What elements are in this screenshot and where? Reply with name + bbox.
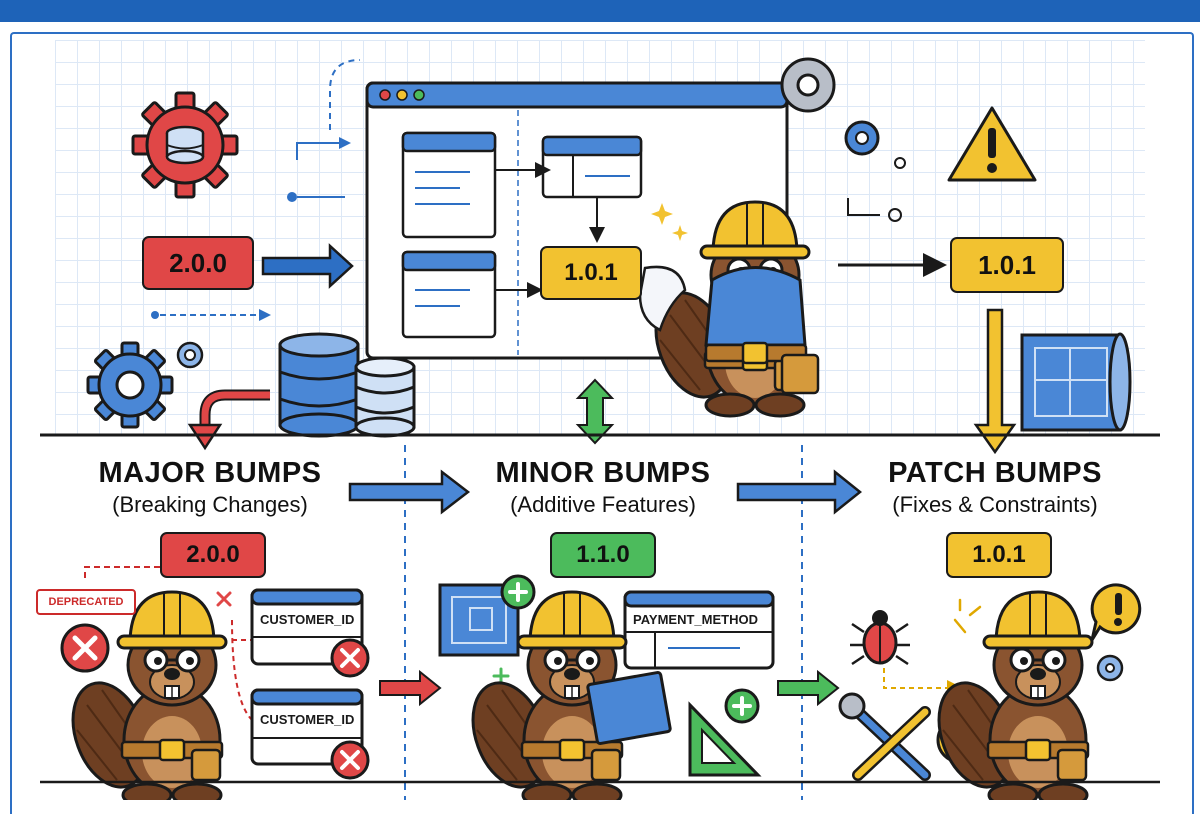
tools-icon: [838, 692, 931, 781]
add-icon: [724, 688, 760, 724]
field-label-customer-id-1: CUSTOMER_ID: [260, 612, 355, 627]
ruler-icon: [688, 701, 762, 777]
warning-icon: [947, 106, 1037, 182]
version-badge-minor: 1.1.0: [550, 532, 656, 578]
gear-icon: [1096, 654, 1124, 682]
heading-major-title: MAJOR BUMPS: [98, 457, 322, 489]
add-icon: [500, 574, 536, 610]
version-badge-patch-top: 1.0.1: [950, 237, 1064, 293]
gear-icon: [86, 341, 174, 429]
heading-major: MAJOR BUMPS (Breaking Changes): [30, 457, 390, 518]
error-icon: [60, 623, 110, 673]
blueprint-icon: [1020, 332, 1132, 432]
top-banner: [0, 0, 1200, 22]
schema-card: [623, 590, 775, 670]
gear-icon: [780, 57, 836, 113]
heading-minor-subtitle: (Additive Features): [510, 492, 696, 517]
heading-patch-title: PATCH BUMPS: [888, 457, 1102, 489]
heading-minor: MINOR BUMPS (Additive Features): [423, 457, 783, 518]
schema-card: [250, 688, 370, 780]
field-label-payment-method: PAYMENT_METHOD: [633, 612, 758, 627]
heading-major-subtitle: (Breaking Changes): [112, 492, 308, 517]
beaver-patch: [924, 590, 1094, 800]
bug-icon: [850, 610, 910, 666]
version-badge-major: 2.0.0: [160, 532, 266, 578]
schema-card: [250, 588, 370, 678]
alert-bubble-icon: [1090, 583, 1142, 641]
heading-minor-title: MINOR BUMPS: [495, 457, 711, 489]
version-badge-patch: 1.0.1: [946, 532, 1052, 578]
heading-patch: PATCH BUMPS (Fixes & Constraints): [815, 457, 1175, 518]
heading-patch-subtitle: (Fixes & Constraints): [892, 492, 1098, 517]
version-badge-screen: 1.0.1: [540, 246, 642, 300]
version-badge-major-top: 2.0.0: [142, 236, 254, 290]
field-label-customer-id-2: CUSTOMER_ID: [260, 712, 355, 727]
beaver-major: [58, 590, 228, 800]
deprecated-label: DEPRECATED: [36, 589, 136, 615]
